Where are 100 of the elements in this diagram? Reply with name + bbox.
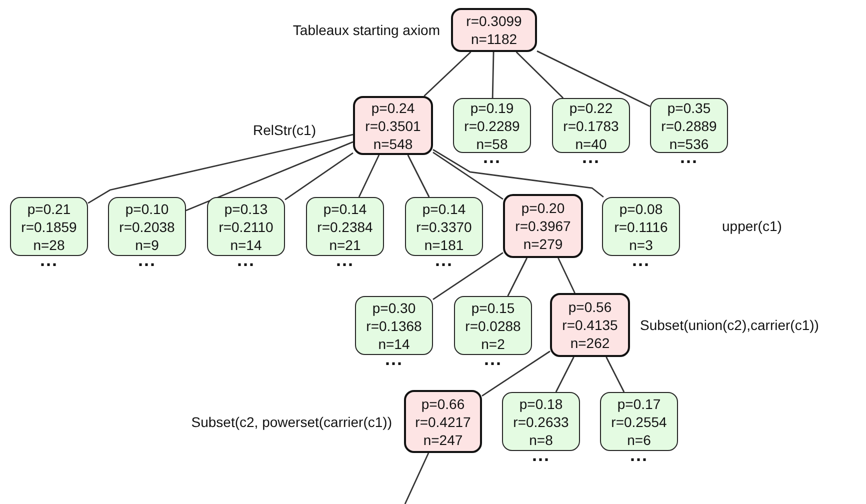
more-children-ellipsis: ... (336, 255, 354, 265)
more-children-ellipsis: ... (484, 354, 502, 364)
more-children-ellipsis: ... (138, 255, 156, 265)
node-box (600, 392, 678, 451)
node-value: n=279 (523, 235, 563, 253)
node-box (454, 296, 532, 355)
node-caption: upper(c1) (722, 217, 782, 235)
node-caption: Subset(union(c2),carrier(c1)) (640, 316, 819, 334)
node-value: n=247 (423, 430, 463, 448)
node-value: r=0.3967 (515, 217, 571, 235)
more-children-ellipsis: ... (582, 152, 600, 162)
selected-node-box (550, 293, 630, 357)
tree-edge (482, 350, 550, 396)
tree-edge (432, 149, 604, 198)
tree-edge (432, 152, 504, 200)
node-box (405, 197, 483, 256)
node-value: r=0.2110 (218, 218, 274, 236)
more-children-ellipsis: ... (680, 152, 698, 162)
node-value: n=262 (570, 334, 610, 352)
node-value: p=0.24 (371, 98, 415, 116)
node-value: p=0.66 (421, 394, 465, 412)
node-value: p=0.15 (471, 298, 515, 316)
node-value: r=0.2038 (119, 218, 175, 236)
more-children-ellipsis: ... (434, 255, 453, 265)
tree-edge (284, 152, 354, 200)
tree-edge (404, 452, 430, 504)
selected-node-box (451, 8, 537, 52)
node-value: r=0.1859 (21, 218, 77, 236)
tree-edge (424, 52, 472, 96)
node-box (552, 98, 630, 153)
tree-edge (558, 258, 576, 294)
selected-node-box (353, 96, 433, 155)
node-value: n=21 (329, 236, 361, 254)
node-box (108, 197, 186, 256)
node-value: r=0.2633 (513, 412, 569, 430)
more-children-ellipsis: ... (40, 255, 58, 265)
node-value: p=0.18 (519, 394, 563, 412)
node-value: r=0.1783 (563, 116, 619, 134)
node-value: p=0.14 (323, 200, 367, 218)
node-box (602, 197, 680, 256)
node-value: n=14 (378, 334, 410, 352)
selected-node-box (503, 194, 583, 258)
node-value: n=181 (424, 236, 464, 254)
node-box (453, 98, 531, 153)
node-value: r=0.0288 (465, 316, 521, 334)
node-value: p=0.17 (617, 394, 661, 412)
node-value: n=2 (481, 334, 505, 352)
tree-edge (88, 134, 354, 204)
node-value: p=0.13 (224, 200, 268, 218)
tree-edge (507, 258, 528, 296)
tree-edge (555, 356, 574, 392)
tree-edge (492, 52, 494, 98)
more-children-ellipsis: ... (630, 450, 648, 460)
node-caption: Subset(c2, powerset(carrier(c1)) (191, 413, 392, 431)
tree-edge (536, 50, 650, 108)
tree-edge (186, 141, 354, 212)
node-value: n=8 (529, 430, 553, 448)
node-value: p=0.21 (27, 200, 71, 218)
node-value: r=0.1368 (366, 316, 422, 334)
node-value: r=0.3501 (365, 116, 421, 134)
more-children-ellipsis: ... (384, 354, 403, 364)
node-value: p=0.22 (569, 98, 613, 116)
node-box (650, 98, 728, 153)
node-value: r=0.3370 (416, 218, 472, 236)
node-box (502, 392, 580, 451)
tree-edge (407, 154, 430, 198)
node-value: r=0.2289 (464, 116, 520, 134)
more-children-ellipsis: ... (532, 450, 550, 460)
node-value: r=0.2554 (611, 412, 667, 430)
node-box (10, 197, 88, 256)
tree-edge (358, 154, 380, 198)
node-value: n=536 (669, 134, 709, 152)
node-value: n=28 (33, 236, 65, 254)
node-box (355, 296, 433, 355)
more-children-ellipsis: ... (632, 255, 650, 265)
tree-edge (432, 252, 504, 300)
node-value: p=0.19 (470, 98, 514, 116)
node-value: p=0.20 (521, 199, 565, 217)
more-children-ellipsis: ... (482, 152, 501, 162)
node-value: n=1182 (470, 30, 518, 48)
node-value: r=0.4217 (415, 412, 471, 430)
node-value: n=58 (476, 134, 508, 152)
node-value: p=0.08 (619, 200, 663, 218)
node-value: n=3 (629, 236, 653, 254)
node-value: n=40 (575, 134, 607, 152)
node-value: n=6 (627, 430, 651, 448)
node-value: p=0.14 (422, 200, 466, 218)
node-value: r=0.2384 (317, 218, 373, 236)
node-box (207, 197, 285, 256)
node-value: p=0.30 (372, 298, 416, 316)
node-value: n=548 (373, 134, 413, 152)
node-box (306, 197, 384, 256)
node-caption: RelStr(c1) (252, 121, 316, 139)
node-value: n=9 (135, 236, 159, 254)
tree-edge (606, 356, 625, 392)
node-value: r=0.3099 (466, 12, 522, 30)
node-value: p=0.10 (125, 200, 169, 218)
node-value: p=0.35 (667, 98, 711, 116)
tree-edge (516, 52, 564, 98)
selected-node-box (404, 390, 482, 453)
